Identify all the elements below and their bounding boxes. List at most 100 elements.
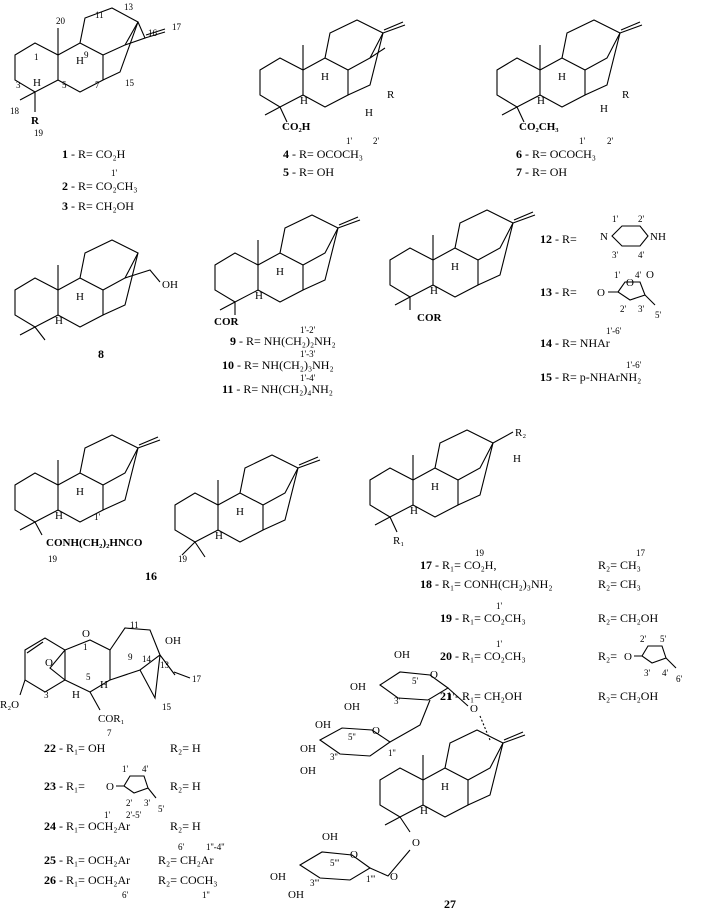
substituent: COR xyxy=(417,312,443,324)
prime-number: 1' xyxy=(111,168,118,178)
prime-number: 3' xyxy=(638,304,645,314)
prime-number: 1' xyxy=(122,764,129,774)
prime-number: 5''' xyxy=(330,858,340,868)
h-atom: H xyxy=(430,285,438,297)
compound-row: 4 - R= OCOCH₃ xyxy=(283,147,363,161)
prime-number: 5' xyxy=(660,634,667,644)
prime-number: 4' xyxy=(635,270,642,280)
o-atom: O xyxy=(626,277,634,289)
compound-row: 25 - R₁= OCH₂Ar xyxy=(44,853,130,867)
compound-row-r2: R₂= CH₂OH xyxy=(598,689,658,703)
compound-row: 10 - R= NH(CH₂)₃NH₂ xyxy=(222,358,334,372)
atom-number: 5 xyxy=(86,672,91,682)
rows-22-26: 22 - R₁= OH R₂= H 23 - R₁= O 1' 4' 2' 3'… xyxy=(44,741,225,900)
structure-17-21: R₂ H H H R₁ xyxy=(369,427,526,547)
atom-number: 1 xyxy=(34,52,39,62)
compound-row: 19 - R₁= CO₂CH₃ xyxy=(440,611,526,625)
compound-row: 12 - R= xyxy=(540,232,577,246)
rows-17-21: 19 17 17 - R₁= CO₂H, R₂= CH₃ 18 - R₁= CO… xyxy=(420,548,683,703)
compound-row: 5 - R= OH xyxy=(283,165,334,179)
o-atom: O xyxy=(412,837,420,849)
oh-label: OH xyxy=(270,871,286,883)
compound-row: 23 - R₁= xyxy=(44,779,85,793)
o-atom: O xyxy=(350,849,358,861)
atom-number: 7 xyxy=(107,728,112,738)
h-atom: H xyxy=(76,55,84,67)
structure-27: O OH OH OH O 5' 3' 1' OH OH OH O 5'' 3''… xyxy=(270,649,526,911)
atom-number: 11 xyxy=(130,620,139,630)
compound-row: 22 - R₁= OH xyxy=(44,741,106,755)
prime-number: 5'' xyxy=(348,732,356,742)
atom-number: 19 xyxy=(178,554,188,564)
prime-number: 2' xyxy=(126,798,133,808)
r1-label: R₁ xyxy=(393,535,404,547)
oh-label: OH xyxy=(165,635,181,647)
prime-number: 1'' xyxy=(388,748,396,758)
o-atom: O xyxy=(597,287,605,299)
atom-number: 19 xyxy=(475,548,485,558)
o-atom: O xyxy=(646,269,654,281)
prime-number: 6' xyxy=(676,674,683,684)
compound-id: 8 xyxy=(98,347,104,361)
prime-number: 1'-3' xyxy=(300,349,316,359)
h-atom: H xyxy=(276,266,284,278)
h-atom: H xyxy=(410,505,418,517)
compound-row: 21 - R₁= CH₂OH xyxy=(440,689,522,703)
h-atom: H xyxy=(300,95,308,107)
h-atom: H xyxy=(76,486,84,498)
atom-number: 19 xyxy=(48,554,58,564)
compound-row-r2: R₂= xyxy=(598,649,617,663)
h-atom: H xyxy=(55,315,63,327)
oh-label: OH xyxy=(300,743,316,755)
atom-number: 13 xyxy=(124,2,134,12)
cor1-label: COR₁ xyxy=(98,713,125,725)
prime-number: 1'-6' xyxy=(606,326,622,336)
prime-number: 2' xyxy=(607,136,614,146)
atom-number: 1 xyxy=(83,642,88,652)
structure-9-11: H H COR 1'-2' 9 - R= NH(CH₂)₂NH₂ 1'-3' 1… xyxy=(214,214,361,396)
substituent: CO₂CH₃ xyxy=(519,121,559,133)
structure-16-right: H H xyxy=(174,454,321,558)
compound-row: 3 - R= CH₂OH xyxy=(62,199,134,213)
prime-number: 3' xyxy=(644,668,651,678)
h-atom: H xyxy=(365,107,373,119)
h-atom: H xyxy=(600,103,608,115)
prime-number: 1'-4' xyxy=(300,373,316,383)
prime-number: 1' xyxy=(496,601,503,611)
linker-label: CONH(CH₂)₂HNCO xyxy=(46,537,143,549)
r2o-label: R₂O xyxy=(0,699,19,711)
prime-number: 4' xyxy=(142,764,149,774)
compound-row-r2: R₂= CH₃ xyxy=(598,558,641,572)
prime-number: 1' xyxy=(614,270,621,280)
compound-row: 17 - R₁= CO₂H, xyxy=(420,558,496,572)
compound-row: 26 - R₁= OCH₂Ar xyxy=(44,873,130,887)
compound-row: 9 - R= NH(CH₂)₂NH₂ xyxy=(230,334,336,348)
h-atom: H xyxy=(76,291,84,303)
h-atom: H xyxy=(420,805,428,817)
compound-row-r2: R₂= CH₃ xyxy=(598,577,641,591)
r-label: R xyxy=(31,115,40,127)
oh-label: OH xyxy=(322,831,338,843)
compound-row: 20 - R₁= CO₂CH₃ xyxy=(440,649,526,663)
atom-number: 17 xyxy=(636,548,646,558)
prime-number: 1''-4'' xyxy=(206,842,225,852)
h-atom: H xyxy=(431,481,439,493)
structure-1-3: H H R 20 11 13 16 17 9 1 3 5 7 15 18 19 … xyxy=(10,2,182,213)
prime-number: 3' xyxy=(394,696,401,706)
prime-number: 2'-5' xyxy=(126,810,142,820)
prime-number: 5' xyxy=(158,804,165,814)
h-atom: H xyxy=(55,510,63,522)
structure-4-5: H H H R CO₂H 1' 2' 4 - R= OCOCH₃ 5 - R= … xyxy=(259,19,406,179)
h-atom: H xyxy=(100,679,108,691)
atom-number: 3 xyxy=(44,690,49,700)
oh-label: OH xyxy=(394,649,410,661)
structure-22-26: O O OH H H R₂O COR₁ 1 11 13 9 14 3 5 17 … xyxy=(0,620,202,738)
compound-id: 27 xyxy=(444,897,456,911)
atom-number: 18 xyxy=(10,106,20,116)
h-atom: H xyxy=(33,77,41,89)
prime-number: 4' xyxy=(662,668,669,678)
prime-number: 3'' xyxy=(330,752,338,762)
atom-number: 17 xyxy=(172,22,182,32)
prime-number: 3''' xyxy=(310,878,320,888)
compound-row: 18 - R₁= CONH(CH₂)₃NH₂ xyxy=(420,577,553,591)
